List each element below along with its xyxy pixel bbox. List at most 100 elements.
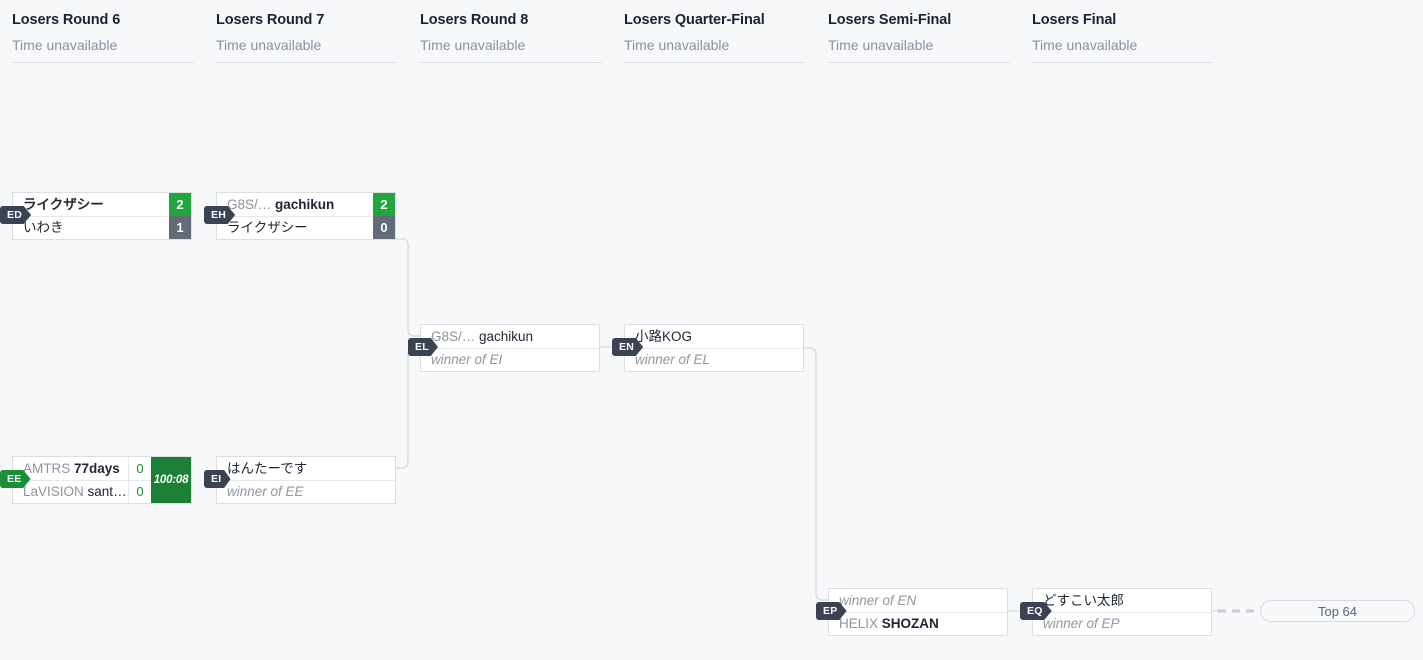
participant-name: 小路KOG xyxy=(625,329,803,345)
match-slots: G8S/… gachikun ライクザシー xyxy=(217,193,373,239)
participant-team-prefix: G8S/… xyxy=(227,196,276,212)
match-id-badge-en[interactable]: EN xyxy=(612,338,644,356)
round-time: Time unavailable xyxy=(828,37,934,53)
match-slot[interactable]: ライクザシー xyxy=(217,216,373,239)
participant-name: G8S/… gachikun xyxy=(217,197,373,213)
round-divider xyxy=(216,62,398,63)
match-slots: 小路KOG winner of EL xyxy=(625,325,803,371)
match-slot[interactable]: G8S/… gachikun xyxy=(217,193,373,216)
match-id-badge-eh[interactable]: EH xyxy=(204,206,236,224)
match-card-eq[interactable]: どすこい太郎 winner of EP xyxy=(1032,588,1212,636)
participant-team-prefix: LaVISION xyxy=(23,484,88,499)
match-slot[interactable]: いわき xyxy=(13,216,169,239)
match-id-badge-el[interactable]: EL xyxy=(408,338,439,356)
round-time: Time unavailable xyxy=(1032,37,1138,53)
match-slot[interactable]: ライクザシー xyxy=(13,193,169,216)
participant-name: ライクザシー xyxy=(217,220,373,236)
match-slot[interactable]: winner of EE xyxy=(217,480,395,503)
participant-placeholder: winner of EI xyxy=(431,352,503,367)
live-score: 0 xyxy=(128,481,151,503)
score-cell: 2 xyxy=(169,193,191,216)
participant-tag: 77days xyxy=(74,460,120,476)
match-slot[interactable]: どすこい太郎 xyxy=(1033,589,1211,612)
match-slot[interactable]: LaVISION santa…0 xyxy=(13,480,151,503)
participant-name: winner of EI xyxy=(421,352,599,368)
participant-name: AMTRS 77days xyxy=(13,461,128,477)
participant-team-prefix: G8S/… xyxy=(431,328,480,344)
match-slot[interactable]: HELIX SHOZAN xyxy=(829,612,1007,635)
placement-label: Top 64 xyxy=(1317,603,1358,619)
match-card-el[interactable]: G8S/… gachikun winner of EI xyxy=(420,324,600,372)
score-cell: 0 xyxy=(373,216,395,239)
match-card-en[interactable]: 小路KOG winner of EL xyxy=(624,324,804,372)
round-time: Time unavailable xyxy=(216,37,322,53)
match-slot[interactable]: winner of EL xyxy=(625,348,803,371)
round-divider xyxy=(1032,62,1214,63)
placement-top-64[interactable]: Top 64 xyxy=(1260,600,1415,622)
participant-team-prefix: HELIX xyxy=(839,616,882,631)
participant-team-prefix: AMTRS xyxy=(23,460,75,476)
participant-tag: どすこい太郎 xyxy=(1043,592,1124,608)
participant-tag: いわき xyxy=(23,220,64,235)
score-cell: 2 xyxy=(373,193,395,216)
participant-name: G8S/… gachikun xyxy=(421,329,599,345)
participant-name: いわき xyxy=(13,220,169,236)
match-id-badge-ee[interactable]: EE xyxy=(0,470,31,488)
round-header-losers-round-7: Losers Round 7 Time unavailable xyxy=(216,12,398,63)
match-slots: はんたーです winner of EE xyxy=(217,457,395,503)
match-id-badge-ei[interactable]: EI xyxy=(204,470,231,488)
round-divider xyxy=(420,62,602,63)
round-title: Losers Quarter-Final xyxy=(624,12,765,28)
participant-tag: ライクザシー xyxy=(227,220,308,235)
match-card-ep[interactable]: winner of EN HELIX SHOZAN xyxy=(828,588,1008,636)
match-id-badge-ep[interactable]: EP xyxy=(816,602,847,620)
participant-name: winner of EN xyxy=(829,593,1007,609)
participant-name: ライクザシー xyxy=(13,197,169,213)
live-score: 0 xyxy=(128,457,151,480)
match-slot[interactable]: winner of EN xyxy=(829,589,1007,612)
participant-name: はんたーです xyxy=(217,461,395,477)
match-card-ei[interactable]: はんたーです winner of EE xyxy=(216,456,396,504)
match-slot[interactable]: 小路KOG xyxy=(625,325,803,348)
participant-name: LaVISION santa… xyxy=(13,484,128,500)
participant-tag: santa… xyxy=(87,484,128,499)
participant-placeholder: winner of EP xyxy=(1043,616,1120,631)
match-slot[interactable]: winner of EP xyxy=(1033,612,1211,635)
participant-name: どすこい太郎 xyxy=(1033,593,1211,609)
round-header-losers-round-6: Losers Round 6 Time unavailable xyxy=(12,12,194,63)
round-divider xyxy=(12,62,194,63)
match-slot[interactable]: G8S/… gachikun xyxy=(421,325,599,348)
participant-tag: はんたーです xyxy=(227,460,308,476)
participant-tag: SHOZAN xyxy=(881,616,939,631)
participant-placeholder: winner of EL xyxy=(635,352,711,367)
round-time: Time unavailable xyxy=(12,37,118,53)
round-divider xyxy=(828,62,1010,63)
match-slot[interactable]: はんたーです xyxy=(217,457,395,480)
match-slots: ライクザシーいわき xyxy=(13,193,169,239)
match-id-badge-eq[interactable]: EQ xyxy=(1020,602,1052,620)
participant-placeholder: winner of EE xyxy=(227,484,304,499)
round-title: Losers Round 7 xyxy=(216,12,325,28)
match-slots: winner of EN HELIX SHOZAN xyxy=(829,589,1007,635)
match-timer: 100:08 xyxy=(151,457,191,503)
participant-name: winner of EP xyxy=(1033,616,1211,632)
round-title: Losers Semi-Final xyxy=(828,12,952,28)
participant-name: winner of EE xyxy=(217,484,395,500)
score-cell: 1 xyxy=(169,216,191,239)
participant-tag: gachikun xyxy=(479,328,534,344)
round-header-losers-final: Losers Final Time unavailable xyxy=(1032,12,1214,63)
match-id-badge-ed[interactable]: ED xyxy=(0,206,32,224)
round-header-losers-semi-final: Losers Semi-Final Time unavailable xyxy=(828,12,1010,63)
match-slot[interactable]: winner of EI xyxy=(421,348,599,371)
participant-tag: ライクザシー xyxy=(23,196,104,212)
match-slots: G8S/… gachikun winner of EI xyxy=(421,325,599,371)
match-slots: どすこい太郎 winner of EP xyxy=(1033,589,1211,635)
